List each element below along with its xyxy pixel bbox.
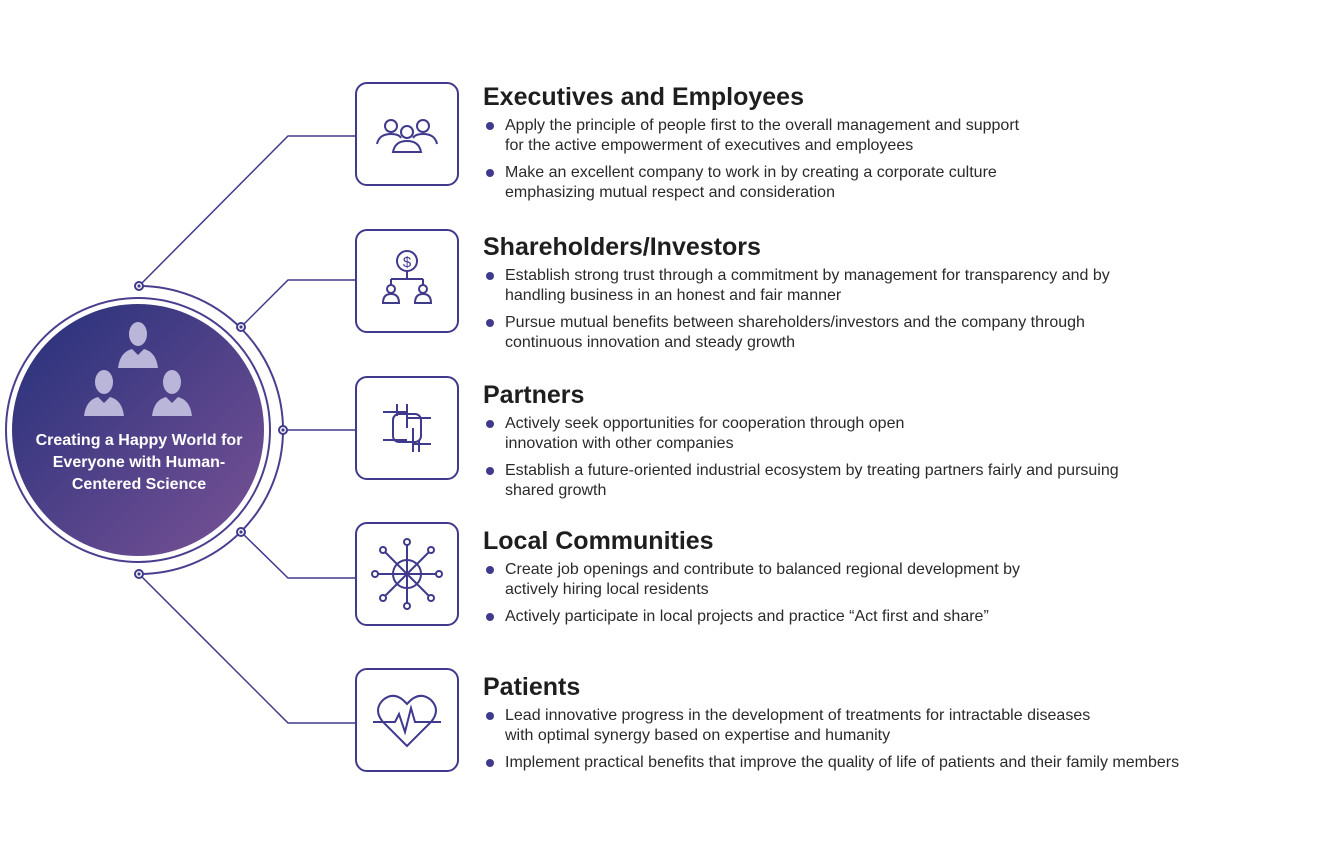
bullet: Apply the principle of people first to t…	[483, 116, 1025, 156]
group-people-icon	[376, 119, 438, 153]
section-title: Patients	[483, 673, 581, 701]
bullet: Implement practical benefits that improv…	[483, 753, 1305, 773]
section-executives: Executives and Employees Apply the princ…	[483, 82, 1303, 210]
bullet: Make an excellent company to work in by …	[483, 163, 1065, 203]
outer-ring	[5, 297, 271, 563]
bullet: Actively seek opportunities for cooperat…	[483, 414, 965, 454]
bullet: Actively participate in local projects a…	[483, 607, 1125, 627]
section-patients: Patients Lead innovative progress in the…	[483, 672, 1303, 780]
dollar-hierarchy-icon: $	[381, 250, 433, 304]
heart-pulse-icon	[373, 694, 441, 748]
center-circle	[12, 304, 264, 556]
section-title: Local Communities	[483, 527, 714, 555]
three-people-icon	[84, 322, 192, 416]
executives-icon-box	[355, 82, 459, 186]
patients-icon-box	[355, 668, 459, 772]
shareholders-icon-box: $	[355, 229, 459, 333]
network-globe-icon	[371, 538, 443, 610]
connector-2	[240, 279, 355, 328]
svg-text:$: $	[403, 254, 412, 271]
partners-icon-box	[355, 376, 459, 480]
bullet: Lead innovative progress in the developm…	[483, 706, 1105, 746]
bullet: Create job openings and contribute to ba…	[483, 560, 1075, 600]
section-title: Partners	[483, 381, 585, 409]
communities-icon-box	[355, 522, 459, 626]
section-communities: Local Communities Create job openings an…	[483, 526, 1303, 634]
bullet: Pursue mutual benefits between sharehold…	[483, 313, 1165, 353]
bullet: Establish strong trust through a commitm…	[483, 266, 1165, 306]
section-title: Shareholders/Investors	[483, 233, 761, 261]
section-title: Executives and Employees	[483, 83, 804, 111]
section-shareholders: Shareholders/Investors Establish strong …	[483, 232, 1303, 360]
connector-4	[240, 531, 355, 579]
bullet: Establish a future-oriented industrial e…	[483, 461, 1125, 501]
section-partners: Partners Actively seek opportunities for…	[483, 380, 1303, 508]
joined-hands-icon	[383, 404, 431, 452]
center-title: Creating a Happy World for Everyone with…	[35, 432, 243, 493]
connector-5	[138, 573, 355, 724]
connector-1	[138, 135, 355, 287]
